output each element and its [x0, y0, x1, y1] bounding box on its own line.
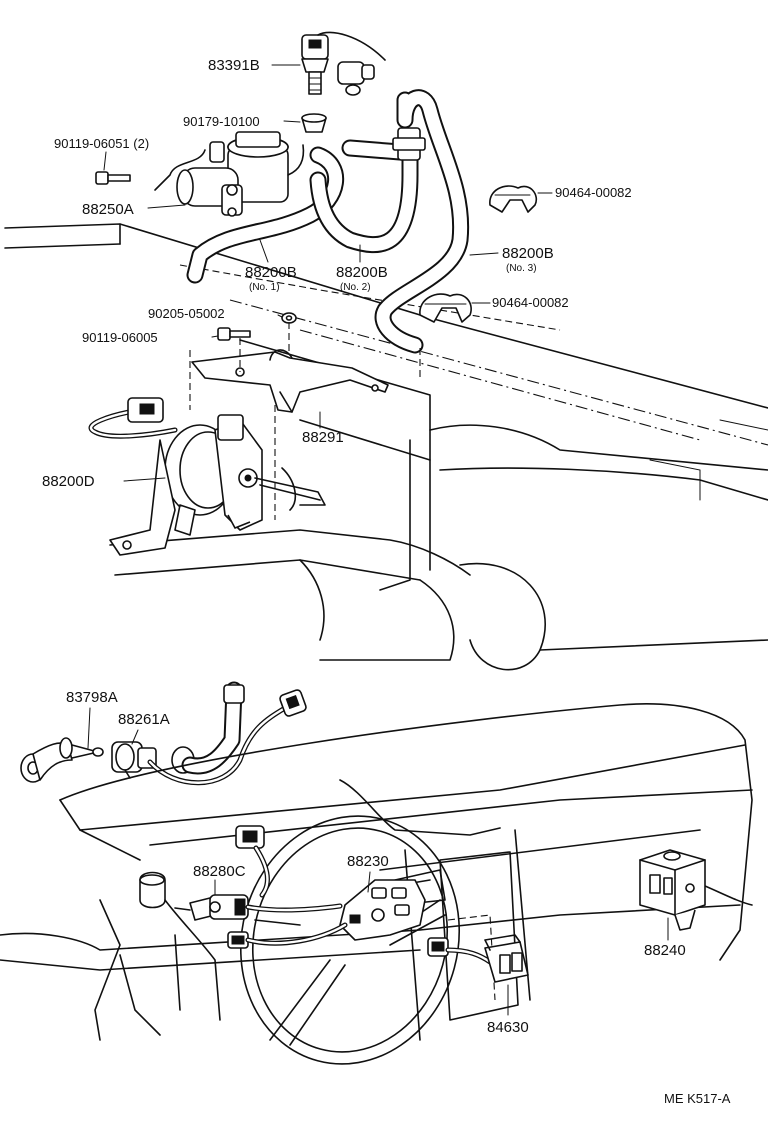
- label-90119-06005: 90119-06005: [82, 330, 158, 345]
- dashboard: [0, 703, 753, 1041]
- leader-88261A: [131, 729, 139, 745]
- label-88200B-no1-note: (No. 1): [249, 282, 280, 293]
- leader-90205: [277, 314, 283, 318]
- label-88200B-no2: 88200B: [336, 264, 388, 281]
- actuator-icon: [88, 397, 326, 556]
- connector-icon: [235, 825, 270, 898]
- leader-88230: [367, 871, 371, 893]
- computer-88240: [639, 849, 706, 931]
- leader-88200D: [123, 477, 166, 482]
- label-90119-06051: 90119-06051 (2): [54, 136, 149, 151]
- label-88200B-no3: 88200B: [502, 245, 554, 262]
- speed-sensor-icon: [20, 681, 245, 783]
- leader-88200B-no1: [259, 239, 269, 263]
- bolt-icon: [217, 327, 251, 341]
- label-88261A: 88261A: [118, 711, 170, 728]
- label-88230: 88230: [347, 853, 389, 870]
- vacuum-pump-icon: [154, 131, 305, 217]
- label-84630: 84630: [487, 1019, 529, 1036]
- vacuum-hoses: [186, 89, 470, 354]
- connector-icon: [227, 922, 348, 949]
- leader-88250A: [147, 204, 186, 209]
- actuator-88200D: [88, 397, 326, 556]
- label-83391B: 83391B: [208, 57, 260, 74]
- leader-90119-06005: [211, 335, 219, 338]
- vacuum-switch-icon: [301, 31, 386, 95]
- dashboard-icon: [0, 703, 753, 1041]
- leader-90179: [283, 120, 301, 123]
- bracket-icon: [191, 349, 389, 413]
- leader-90119-06051: [103, 151, 107, 171]
- bolt-icon: [95, 171, 131, 185]
- switch-84630: [427, 934, 529, 983]
- leader-83798A: [87, 707, 91, 749]
- gasket-icon: [301, 113, 327, 133]
- footer-diagram-code: ME K517-A: [664, 1091, 731, 1106]
- label-83798A: 83798A: [66, 689, 118, 706]
- label-88250A: 88250A: [82, 201, 134, 218]
- control-switch-icon: [339, 879, 426, 941]
- speed-sensor-group: [20, 681, 307, 786]
- computer-module-icon: [639, 849, 706, 931]
- bracket-88291: [191, 349, 389, 413]
- hose-clamp-icon: [489, 185, 537, 213]
- vacuum-pump-88250A: [154, 131, 305, 217]
- body-outline-upper: [4, 223, 768, 671]
- washer-icon: [281, 312, 297, 324]
- connector-icon: [427, 937, 493, 965]
- label-90464-00082-b: 90464-00082: [492, 295, 569, 310]
- leader-88200B-no3: [469, 252, 499, 256]
- label-88200B-no3-note: (No. 3): [506, 263, 537, 274]
- control-switch-88230: [339, 879, 426, 941]
- brake-switch-88280C: [174, 825, 348, 949]
- label-88200D: 88200D: [42, 473, 95, 490]
- control-switch-icon: [484, 934, 529, 983]
- label-88291: 88291: [302, 429, 344, 446]
- vacuum-valve-icon: [337, 61, 375, 96]
- label-90205-05002: 90205-05002: [148, 306, 225, 321]
- hose-clamp-icon: [419, 293, 472, 323]
- label-88280C: 88280C: [193, 863, 246, 880]
- label-88240: 88240: [644, 942, 686, 959]
- vacuum-hose-icon: [186, 89, 470, 354]
- vacuum-switch-83391B: [301, 31, 386, 96]
- label-88200B-no2-note: (No. 2): [340, 282, 371, 293]
- label-88200B-no1: 88200B: [245, 264, 297, 281]
- label-90464-00082-a: 90464-00082: [555, 185, 632, 200]
- label-90179-10100: 90179-10100: [183, 114, 260, 129]
- connector-icon: [147, 689, 307, 786]
